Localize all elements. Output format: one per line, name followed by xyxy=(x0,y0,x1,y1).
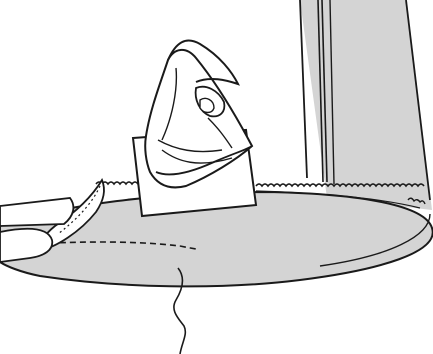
garment-body-shape xyxy=(300,0,432,210)
hem-strip xyxy=(0,198,73,226)
garment-body xyxy=(300,0,432,210)
